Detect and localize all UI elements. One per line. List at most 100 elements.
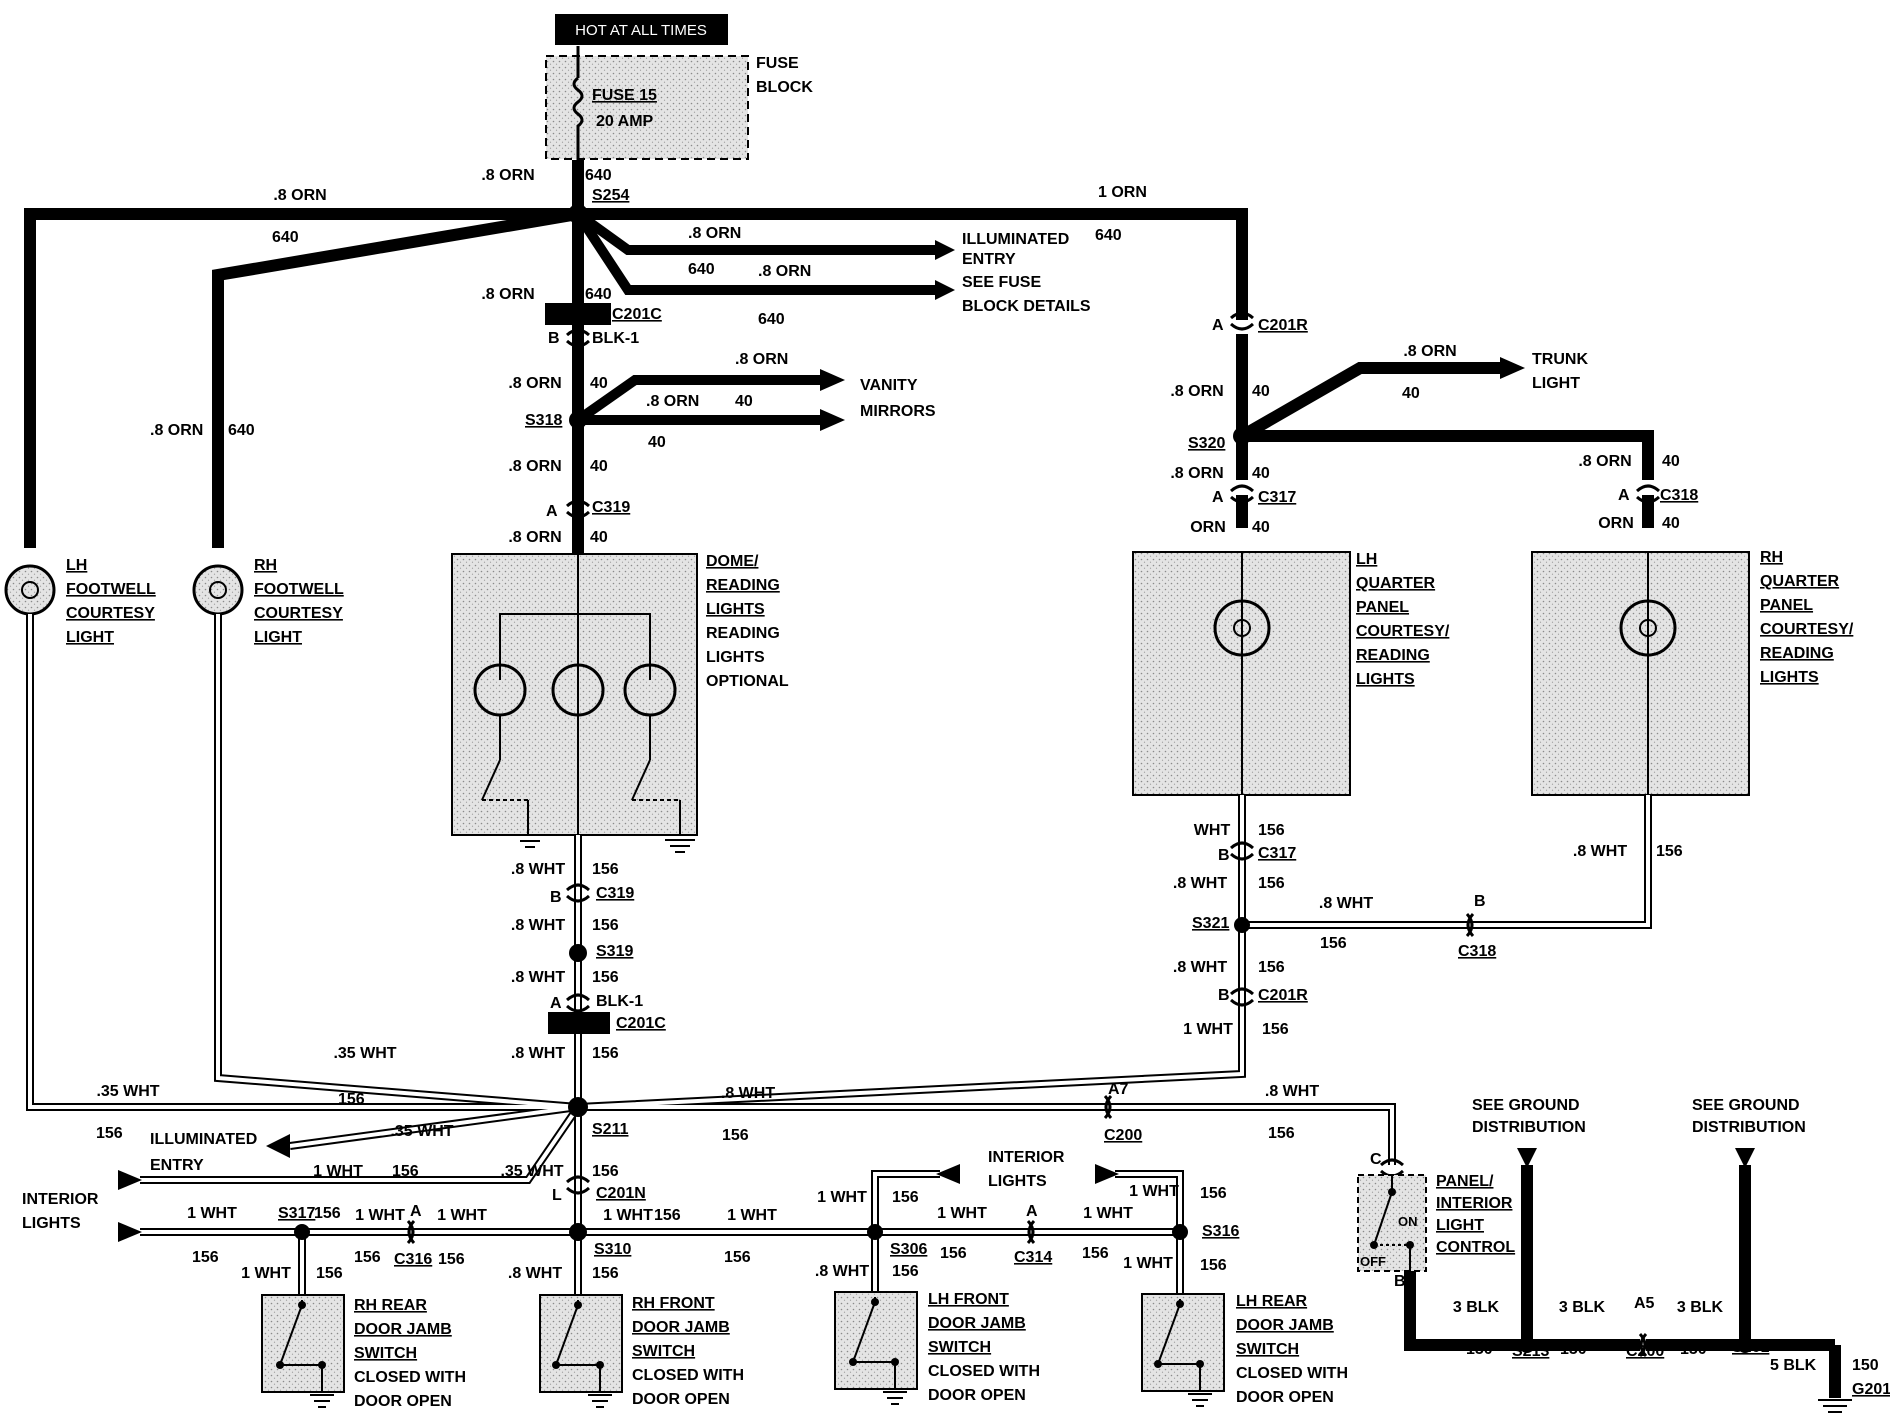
lh-quarter-label: QUARTER (1356, 575, 1436, 592)
wire-label: 40 (1252, 465, 1270, 482)
connector-c200: C200 (1104, 1127, 1142, 1144)
wire-label: .8 ORN (150, 422, 203, 439)
dome-light-internals (473, 554, 681, 835)
wire-label: .8 ORN (758, 263, 811, 280)
hot-at-all-times-label: HOT AT ALL TIMES (575, 22, 707, 39)
wire-label: .8 WHT (1173, 875, 1227, 892)
wire-label: ORN (1190, 519, 1226, 536)
fuse-block-label-2: BLOCK (756, 79, 813, 96)
splice-s321: S321 (1192, 915, 1229, 932)
pin-a7: A7 (1108, 1081, 1129, 1098)
lh-rear-switch-label: SWITCH (1236, 1341, 1299, 1358)
lh-rear-switch-label: LH REAR (1236, 1293, 1308, 1310)
wire-label: 640 (228, 422, 255, 439)
connector-c201r: C201R (1258, 987, 1308, 1004)
rh-quarter-internals (1619, 552, 1677, 795)
rh-front-switch-label: RH FRONT (632, 1295, 715, 1312)
pin-c: C (1370, 1151, 1382, 1168)
lh-rear-switch-box (1141, 1293, 1225, 1392)
wire-label: 40 (648, 434, 666, 451)
wire-label: 150 (1466, 1341, 1493, 1358)
rh-quarter-label: READING (1760, 645, 1834, 662)
labels: .8 ORN 640 S254 .8 ORN 640 1 ORN 640 .8 … (22, 167, 1890, 1410)
lh-front-switch-box (834, 1291, 918, 1390)
hot-at-all-times-box (555, 14, 728, 45)
dome-label: LIGHTS (706, 649, 765, 666)
wire-label: 156 (1200, 1185, 1227, 1202)
wire-label: .8 WHT (815, 1263, 869, 1280)
vanity-branch (575, 375, 820, 425)
wire-label: 150 (1680, 1341, 1707, 1358)
rh-footwell-label: FOOTWELL (254, 581, 344, 598)
wire-label: .8 ORN (508, 529, 561, 546)
wire-label: 1 WHT (817, 1189, 867, 1206)
wire-label: 640 (585, 167, 612, 184)
dest-illum-entry-lower-2: ENTRY (150, 1157, 204, 1174)
pin-a: A (546, 503, 558, 520)
lh-front-switch-label: DOOR JAMB (928, 1315, 1026, 1332)
rh-footwell-label: COURTESY (254, 605, 343, 622)
hot-feed-wires (24, 160, 1654, 558)
wire-label: 150 (1560, 1341, 1587, 1358)
dest-vanity-2: MIRRORS (860, 403, 936, 420)
ground-dist-label-1: SEE GROUND (1692, 1097, 1800, 1114)
arrow-interior-lights-4 (1095, 1164, 1119, 1184)
splice-s201: S201 (1732, 1339, 1769, 1356)
wire-label: 156 (338, 1091, 365, 1108)
lh-front-switch-label: LH FRONT (928, 1291, 1009, 1308)
dome-label: LIGHTS (706, 601, 765, 618)
wire-label: 156 (722, 1127, 749, 1144)
fuse-block-box (545, 55, 749, 160)
panel-control-switch (1373, 1175, 1411, 1271)
lh-front-switch-label: SWITCH (928, 1339, 991, 1356)
rh-quarter-label: PANEL (1760, 597, 1813, 614)
lh-rear-switch-label: DOOR OPEN (1236, 1389, 1334, 1406)
pin-a: A (1212, 489, 1224, 506)
fuse-rating: 20 AMP (596, 113, 654, 130)
wire-label: 40 (1402, 385, 1420, 402)
dest-interior-lights-3: INTERIOR (988, 1149, 1065, 1166)
wire-label: 156 (592, 861, 619, 878)
wire-label: 640 (272, 229, 299, 246)
pin-b: B (1394, 1273, 1406, 1290)
wire-label: 1 ORN (1098, 184, 1147, 201)
g201-ground-symbol (1818, 1399, 1852, 1413)
wire-label: 40 (590, 529, 608, 546)
panel-control-label: CONTROL (1436, 1239, 1515, 1256)
door-jamb-switches (261, 1291, 1225, 1408)
wire-label: 156 (96, 1125, 123, 1142)
pin-a: A (1618, 487, 1630, 504)
wire-label: 156 (592, 1163, 619, 1180)
wire-label: .8 ORN (1170, 465, 1223, 482)
wire-label: 1 WHT (603, 1207, 653, 1224)
ground-g201: G201 (1852, 1381, 1890, 1398)
lh-rear-switch-label: CLOSED WITH (1236, 1365, 1348, 1382)
wire-label: 156 (354, 1249, 381, 1266)
wire-label: 156 (316, 1265, 343, 1282)
wire-label: 1 WHT (313, 1163, 363, 1180)
switch-on-label: ON (1398, 1214, 1418, 1229)
wire-label: 156 (592, 1265, 619, 1282)
connector-c201n: C201N (596, 1185, 646, 1202)
wire-label: .35 WHT (390, 1123, 453, 1140)
connector-c201c: C201C (612, 306, 662, 323)
dest-illum-entry-lower-1: ILLUMINATED (150, 1131, 257, 1148)
wire-label: 640 (585, 286, 612, 303)
pin-b: B (1218, 987, 1230, 1004)
rh-quarter-label: QUARTER (1760, 573, 1840, 590)
connector-c319: C319 (592, 499, 630, 516)
lh-rear-switch-label: DOOR JAMB (1236, 1317, 1334, 1334)
wire-label: .8 WHT (721, 1085, 775, 1102)
wire-label: 640 (1095, 227, 1122, 244)
wire-label: .8 WHT (511, 917, 565, 934)
pin-a: A (550, 995, 562, 1012)
wire-label: .8 WHT (511, 969, 565, 986)
lower-connector-chevrons (406, 841, 1648, 1358)
wire-label: .8 ORN (735, 351, 788, 368)
wire-label: BLK-1 (592, 330, 639, 347)
wire-label: .8 WHT (1173, 959, 1227, 976)
rh-quarter-light-box (1531, 551, 1750, 796)
ground-dist-arrow-1 (1517, 1148, 1537, 1168)
dest-see-fuse-1: SEE FUSE (962, 274, 1041, 291)
wire-label: .35 WHT (500, 1163, 563, 1180)
